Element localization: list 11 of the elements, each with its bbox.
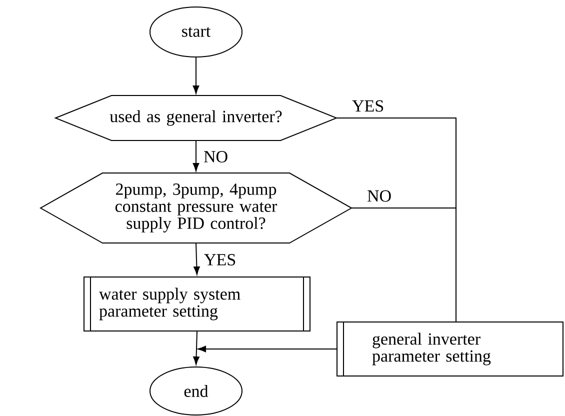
edge-label: YES	[352, 100, 384, 112]
process-box: general inverter parameter setting	[336, 321, 564, 377]
arrow	[193, 331, 200, 365]
arrow	[198, 346, 337, 352]
process-box: water supply system parameter setting	[84, 276, 310, 332]
arrow	[194, 242, 200, 275]
edge-label: YES	[204, 254, 236, 266]
edge-label: NO	[368, 190, 391, 202]
edge-label: NO	[204, 151, 228, 162]
arrow	[192, 140, 200, 172]
arrow	[192, 57, 200, 94]
